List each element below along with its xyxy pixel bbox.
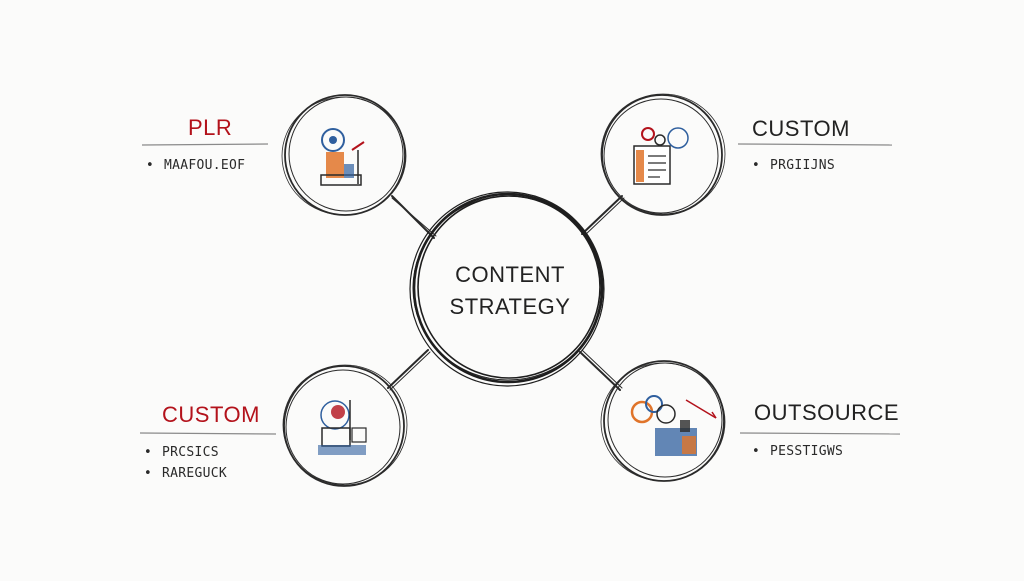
node-title-bottom-left: CUSTOM	[162, 402, 260, 427]
node-bullet-top-right-1: PRGIIJNS	[752, 158, 835, 173]
node-circle-top-left	[281, 94, 407, 216]
connector-top-left	[391, 195, 435, 239]
node-title-bottom-right: OUTSOURCE	[754, 400, 900, 425]
node-circle-bottom-left	[282, 364, 408, 487]
node-circle-bottom-right	[600, 360, 726, 482]
title-underlines	[139, 143, 901, 435]
node-bullet-top-left-1: MAAFOU.EOF	[146, 158, 245, 173]
connector-bottom-left	[387, 349, 429, 389]
node-bullet-bottom-right-1: PESSTIGWS	[752, 444, 843, 459]
node-title-top-right: CUSTOM	[752, 116, 850, 141]
connector-bottom-right	[579, 351, 621, 391]
connectors	[387, 195, 625, 391]
workspace-target-icon	[318, 400, 367, 455]
gears-building-icon	[630, 395, 717, 456]
center-title-line2: STRATEGY	[449, 294, 571, 319]
center-title-line1: CONTENT	[455, 262, 565, 287]
node-bullet-bottom-left-1: PRCSICS	[144, 445, 219, 460]
connector-top-right	[581, 195, 623, 235]
node-bullet-bottom-left-2: RAREGUCK	[144, 466, 227, 481]
gear-document-icon	[320, 128, 365, 186]
center-circle	[409, 191, 605, 387]
node-circle-top-right	[600, 93, 726, 216]
clipboard-gears-icon	[633, 127, 689, 185]
node-title-top-left: PLR	[188, 115, 233, 140]
